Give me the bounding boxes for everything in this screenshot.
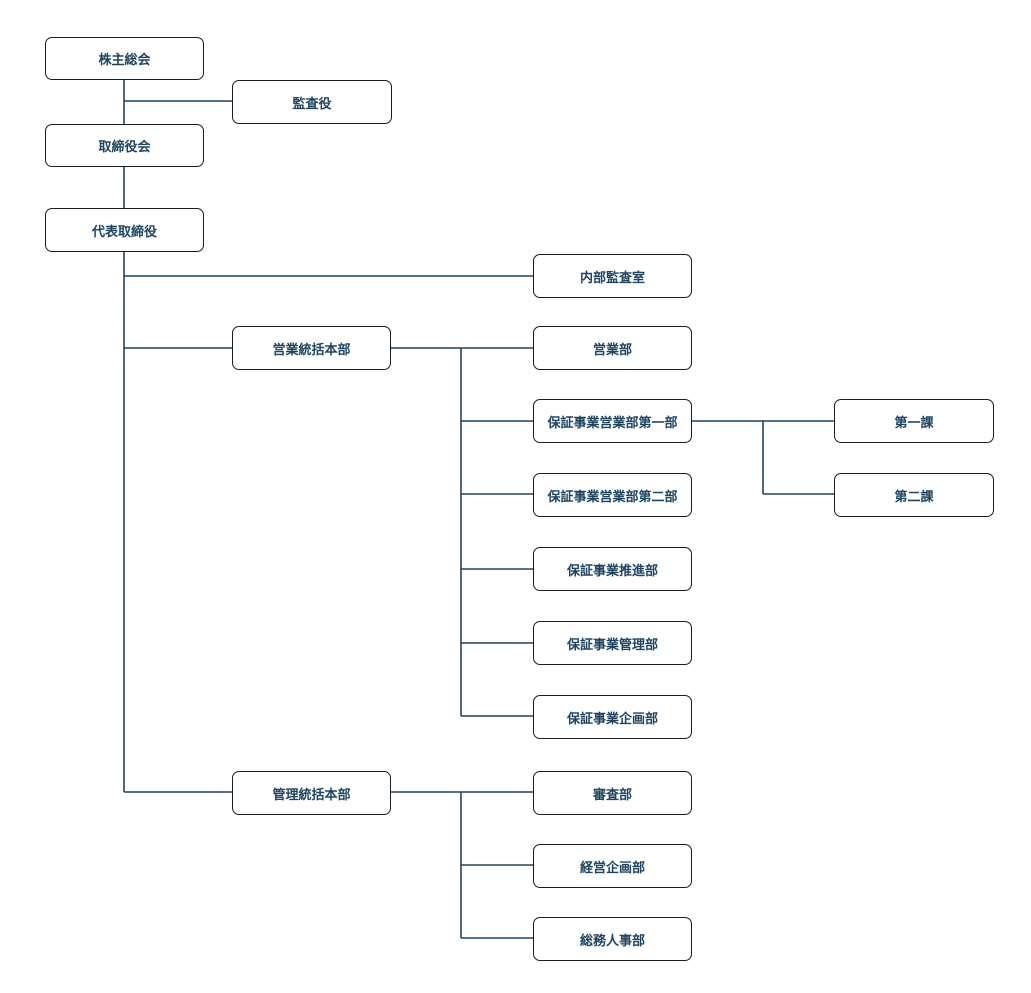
node-corporate-planning: 経営企画部: [533, 844, 692, 888]
node-guarantee-sales-2: 保証事業営業部第二部: [533, 473, 692, 517]
node-section-1: 第一課: [834, 399, 994, 443]
node-admin-hq: 管理統括本部: [232, 771, 391, 815]
node-auditor: 監査役: [232, 80, 392, 124]
node-guarantee-management: 保証事業管理部: [533, 621, 692, 665]
node-internal-audit: 内部監査室: [533, 254, 692, 298]
node-review-dept: 審査部: [533, 771, 692, 815]
node-shareholders-meeting: 株主総会: [45, 37, 204, 80]
node-section-2: 第二課: [834, 473, 994, 517]
node-sales-hq: 営業統括本部: [232, 326, 391, 370]
node-sales-dept: 営業部: [533, 326, 692, 370]
node-guarantee-sales-1: 保証事業営業部第一部: [533, 399, 692, 443]
node-board-of-directors: 取締役会: [45, 124, 204, 167]
node-guarantee-planning: 保証事業企画部: [533, 695, 692, 739]
node-guarantee-promotion: 保証事業推進部: [533, 547, 692, 591]
node-ceo: 代表取締役: [45, 208, 204, 252]
node-general-affairs-hr: 総務人事部: [533, 917, 692, 961]
